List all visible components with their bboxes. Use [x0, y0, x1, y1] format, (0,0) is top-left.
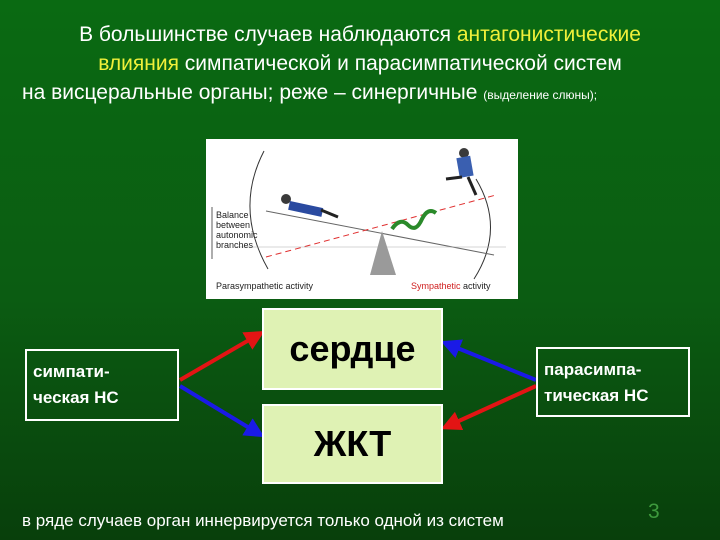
title-text: на висцеральные органы; реже – синергичн… [22, 81, 484, 104]
balance-drawing [211, 148, 506, 280]
right-arc [473, 178, 491, 280]
sympathetic-word: Sympathetic [411, 281, 461, 291]
title-text: В большинстве случаев наблюдаются [79, 23, 457, 46]
title-highlight: антагонистические [456, 23, 641, 46]
title-line-1: В большинстве случаев наблюдаются антаго… [0, 20, 720, 49]
sympathetic-ns-box: симпати- ческая НС [25, 349, 179, 421]
parasympathetic-to-gut-arrow [440, 384, 537, 430]
title-note: (выделение слюны); [483, 88, 598, 102]
balance-illustration: Balance between autonomic branches Paras… [206, 139, 518, 299]
title-line-2: влияния симпатической и парасимпатическо… [0, 49, 720, 78]
snake-figure [390, 209, 438, 231]
title-line-3: на висцеральные органы; реже – синергичн… [0, 78, 720, 110]
footer-note: в ряде случаев орган иннервируется тольк… [22, 511, 504, 530]
parasympathetic-label: Parasympathetic activity [216, 281, 314, 291]
activity-word: activity [460, 281, 491, 291]
parasympathetic-ns-box: парасимпа- тическая НС [536, 347, 690, 417]
sympathetic-label: Sympathetic activity [411, 281, 491, 291]
running-figure [445, 148, 478, 196]
parasympathetic-to-heart-arrow [440, 339, 537, 382]
sympathetic-to-gut-arrow [178, 384, 265, 438]
heart-box: сердце [262, 308, 443, 390]
title-highlight: влияния [98, 52, 179, 75]
gut-box: ЖКТ [262, 404, 443, 484]
title-text: симпатической и парасимпатической систем [178, 52, 622, 75]
left-arc [249, 150, 269, 270]
sympathetic-to-heart-arrow [178, 330, 265, 382]
lying-figure [281, 194, 339, 219]
page-number: 3 [648, 500, 660, 523]
fulcrum-pyramid [370, 231, 396, 275]
slide-title: В большинстве случаев наблюдаются антаго… [0, 20, 720, 110]
balance-label: Balance between autonomic branches [216, 210, 258, 250]
balance-line-gray [265, 210, 495, 256]
